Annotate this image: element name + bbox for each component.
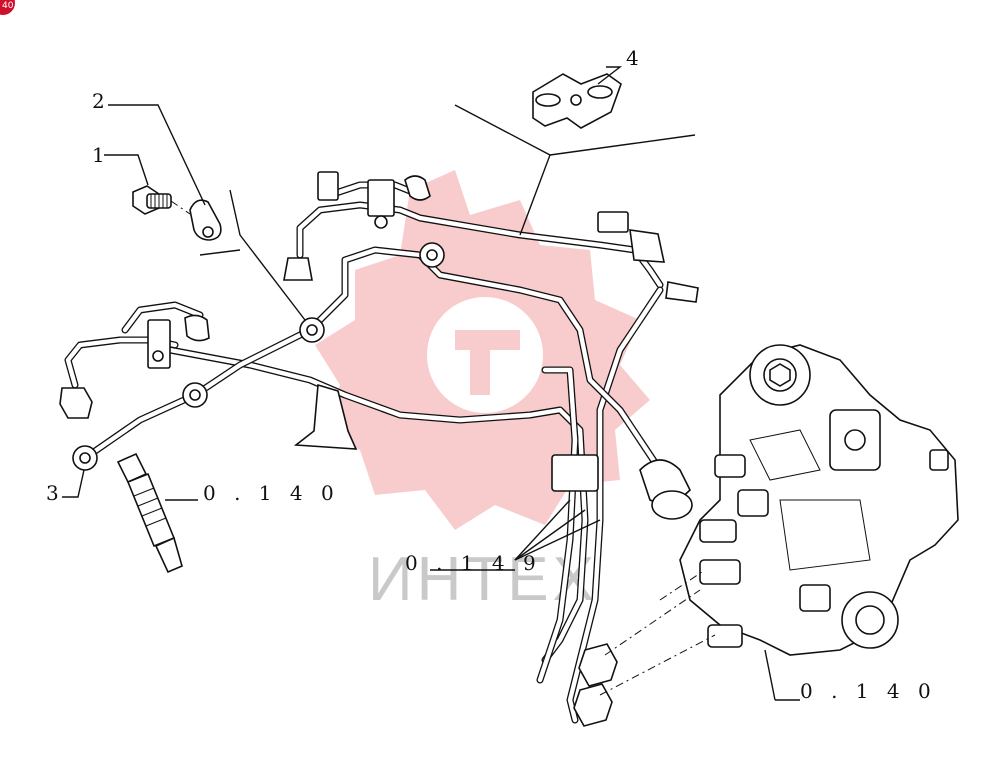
pipe-clamp xyxy=(532,73,622,129)
callout-ref-injector: 0 . 1 4 0 xyxy=(203,481,340,505)
watermark-text: ИНТЕХ xyxy=(368,545,598,614)
watermark-gear-icon xyxy=(315,170,650,530)
banjo-washer xyxy=(189,199,222,241)
callout-1: 1 xyxy=(92,143,111,167)
injector-nozzle xyxy=(116,452,183,574)
callout-4: 4 xyxy=(626,46,645,70)
callout-ref-lines: 0 . 1 4 9 xyxy=(405,551,542,575)
banjo-screw xyxy=(132,185,172,215)
leak-off-return-hose xyxy=(72,242,693,520)
corner-badge: 40 xyxy=(0,0,15,15)
upper-injection-pipes xyxy=(283,171,699,303)
callout-2: 2 xyxy=(92,89,111,113)
callout-3: 3 xyxy=(46,481,65,505)
callout-ref-pump: 0 . 1 4 0 xyxy=(800,679,937,703)
injection-pump xyxy=(679,344,959,656)
pump-outlet-fittings xyxy=(573,571,716,727)
leader-lines xyxy=(62,66,776,701)
lower-injection-pipes xyxy=(59,286,664,724)
corner-badge-text: 40 xyxy=(2,1,14,11)
